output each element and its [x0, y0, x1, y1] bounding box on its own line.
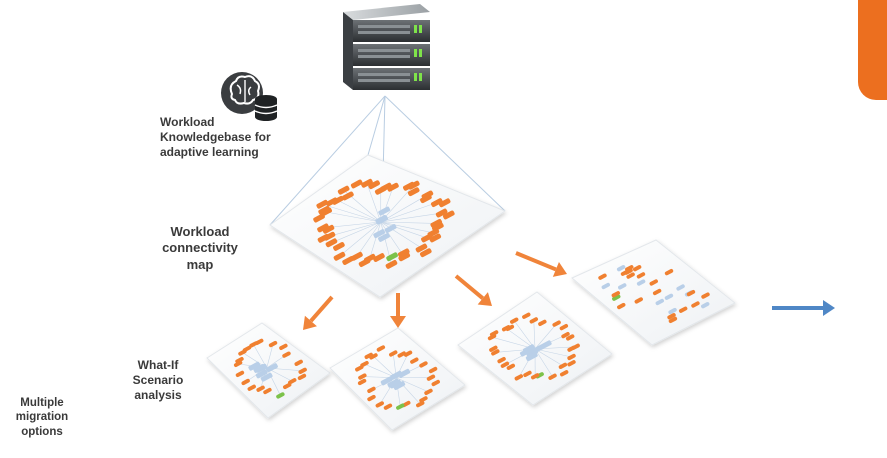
corner-accent-tab [858, 0, 887, 100]
scenario-map-card-4 [572, 240, 735, 345]
arrow-to-scenario-2 [390, 293, 406, 328]
connectivity-map-card [270, 155, 505, 297]
map-cards [207, 155, 735, 430]
arrow-to-what-if [303, 297, 332, 330]
what-if-map-card [207, 323, 330, 418]
arrow-to-scenario-3 [456, 276, 492, 306]
connectivity-map-label: Workload connectivity map [155, 224, 245, 273]
brain-database-icon [221, 72, 277, 121]
multiple-options-label: Multiple migration options [2, 396, 82, 439]
scenario-map-card-2 [330, 328, 465, 430]
arrow-to-scenario-4 [516, 253, 567, 277]
server-rack-icon [343, 4, 430, 90]
what-if-label: What-If Scenario analysis [118, 358, 198, 403]
right-arrow-icon [772, 300, 835, 316]
knowledgebase-label: Workload Knowledgebase for adaptive lear… [160, 115, 300, 160]
scenario-map-card-3 [458, 292, 612, 405]
